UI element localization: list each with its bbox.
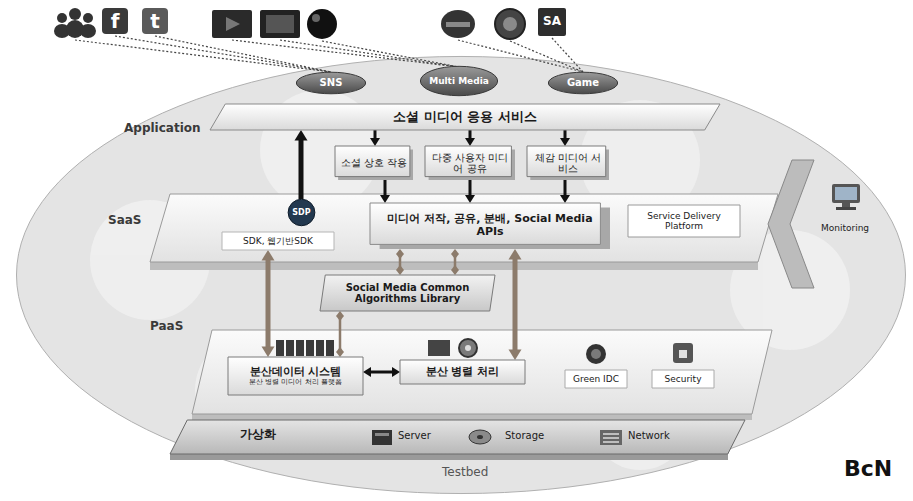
- connector-line: [266, 258, 271, 348]
- layer-label: Application: [124, 122, 201, 135]
- logo-letter: f: [102, 10, 128, 32]
- node-text: Testbed: [442, 466, 488, 480]
- arrow-head: [465, 138, 475, 146]
- connector-line: [513, 257, 518, 351]
- connector-line: [564, 180, 567, 197]
- arrow-head: [451, 265, 459, 275]
- node-text: Game: [567, 77, 599, 89]
- parallel-box: 분산 병렬 처리: [400, 360, 525, 384]
- arrow-head: [560, 138, 570, 146]
- virtualization-plate: 가상화 Server Storage Network: [170, 420, 745, 454]
- connector-arrow: [465, 130, 475, 146]
- connector-line: [299, 138, 304, 199]
- arrow-head: [509, 249, 522, 259]
- service-box: 소셜 상호 작용: [335, 146, 413, 180]
- node-text: Storage: [505, 430, 544, 442]
- connector-arrow: [560, 130, 570, 146]
- category-oval: SNS: [296, 72, 366, 94]
- arrow-head: [451, 249, 459, 259]
- connector-arrow: [262, 250, 275, 357]
- arrow-head: [262, 347, 275, 357]
- service-box: 체감 미디어 서비스: [527, 146, 609, 180]
- node-text: SDP: [292, 208, 310, 217]
- connector-arrow: [336, 311, 344, 357]
- connector-arrow: [509, 249, 522, 360]
- sdk-box: SDK, 웹기반SDK: [222, 232, 334, 250]
- connector-arrow: [465, 180, 475, 203]
- layer-label: SaaS: [108, 214, 141, 227]
- sdp-badge: SDP: [288, 199, 315, 226]
- connector-arrow: [560, 180, 570, 203]
- arrow-head: [336, 347, 344, 357]
- arrow-head: [363, 367, 371, 377]
- connector-arrow: [396, 249, 404, 275]
- node-text: Social Media Common Algorithms Library: [325, 282, 490, 305]
- infra-box: Green IDC: [565, 370, 627, 388]
- arrow-head: [295, 130, 308, 140]
- connector-line: [369, 371, 393, 374]
- node-text: 소셜 상호 작용: [341, 157, 407, 169]
- node-text: SNS: [320, 77, 343, 89]
- service-bar: 소셜 미디어 응용 서비스: [210, 104, 720, 130]
- service-box: 다중 사용자 미디어 공유: [425, 146, 515, 180]
- node-text: 분산데이터 시스템: [250, 366, 342, 379]
- node-text: Green IDC: [573, 374, 619, 384]
- logo-letter: SA: [538, 15, 566, 28]
- node-text: Server: [398, 430, 431, 442]
- arrow-head: [392, 367, 400, 377]
- platform-box: Service Delivery Platform: [628, 205, 740, 237]
- node-text: 체감 미디어 서비스: [532, 152, 604, 175]
- arrow-head: [509, 350, 522, 360]
- connector-arrow: [370, 130, 380, 146]
- monitor-label: Monitoring: [812, 224, 878, 234]
- node-text: Network: [628, 430, 670, 442]
- connector-arrow: [380, 180, 390, 203]
- arrow-head: [336, 311, 344, 321]
- node-text: Multi Media: [429, 76, 489, 86]
- node-text: 미디어 저작, 공유, 분배, Social Media APIs: [375, 213, 605, 238]
- category-oval: Multi Media: [420, 66, 498, 96]
- api-box: 미디어 저작, 공유, 분배, Social Media APIs: [370, 203, 610, 249]
- layer-label: PaaS: [150, 320, 183, 333]
- connector-line: [339, 316, 342, 352]
- category-oval: Game: [548, 72, 618, 94]
- connector-line: [469, 180, 472, 197]
- node-text: 소셜 미디어 응용 서비스: [393, 110, 537, 125]
- connector-line: [384, 180, 387, 197]
- storage-system-box: 분산데이터 시스템분산 병렬 미디어 처리 플랫폼: [228, 357, 363, 395]
- arrow-head: [396, 249, 404, 259]
- node-text: 가상화: [240, 428, 276, 442]
- node-text: BcN: [844, 456, 892, 481]
- arrow-head: [396, 265, 404, 275]
- node-text: 다중 사용자 미디어 공유: [430, 152, 510, 175]
- node-text: Security: [665, 374, 702, 384]
- connector-arrow: [363, 367, 400, 377]
- infra-box: Security: [652, 370, 714, 388]
- arrow-head: [465, 195, 475, 203]
- node-text: Service Delivery Platform: [633, 211, 735, 232]
- arrow-head: [380, 195, 390, 203]
- node-text: SDK, 웹기반SDK: [243, 236, 313, 246]
- arrow-head: [370, 138, 380, 146]
- connector-arrow: [295, 130, 308, 199]
- arrow-head: [262, 250, 275, 260]
- connector-arrow: [451, 249, 459, 275]
- logo-letter: t: [142, 10, 168, 32]
- library-plate: Social Media Common Algorithms Library: [320, 275, 495, 311]
- node-text: 분산 병렬 미디어 처리 플랫폼: [249, 378, 342, 386]
- node-text: 분산 병렬 처리: [426, 366, 500, 379]
- arrow-head: [560, 195, 570, 203]
